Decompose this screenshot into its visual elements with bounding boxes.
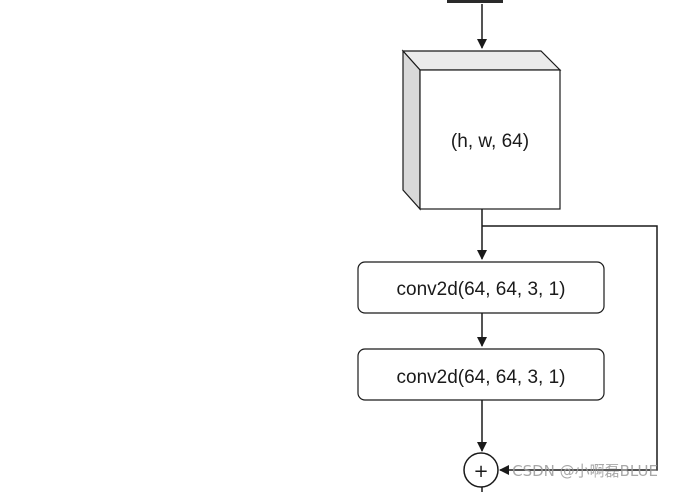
- conv-layer-2-box: [357, 348, 605, 401]
- add-node-circle: [463, 452, 499, 488]
- conv-layer-1-box: [357, 261, 605, 314]
- conv-layer-2: conv2d(64, 64, 3, 1): [357, 348, 605, 401]
- tensor-block: (h, w, 64): [401, 49, 562, 211]
- tensor-block-top-face: [401, 50, 562, 71]
- tensor-block-label: (h, w, 64): [451, 131, 529, 152]
- watermark-text: CSDN @小啊磊BLUE: [512, 462, 658, 480]
- input-label-fragment: [447, 0, 503, 3]
- tensor-block-side-face: [402, 49, 421, 211]
- tensor-block-front-face: [419, 69, 561, 210]
- add-node: +: [463, 452, 499, 488]
- conv-layer-1: conv2d(64, 64, 3, 1): [357, 261, 605, 314]
- add-node-symbol: +: [473, 461, 488, 482]
- skip-connection: [482, 225, 658, 475]
- conv-layer-2-label: conv2d(64, 64, 3, 1): [397, 367, 566, 388]
- conv-layer-1-label: conv2d(64, 64, 3, 1): [397, 279, 566, 300]
